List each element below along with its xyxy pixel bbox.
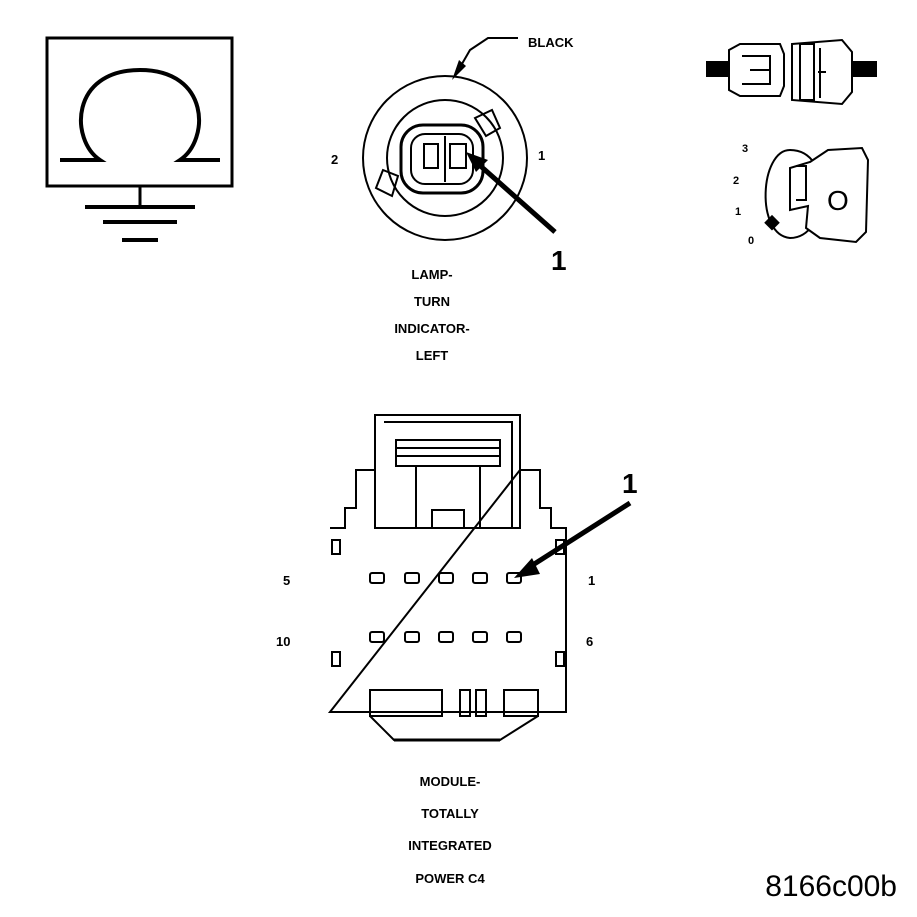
cavity-4	[404, 572, 420, 584]
module-caption-line-3: INTEGRATED	[408, 838, 492, 853]
module-row1-right-label: 1	[588, 573, 595, 588]
cavity-8	[438, 631, 454, 643]
cavity-9	[404, 631, 420, 643]
ignition-position-1: 1	[735, 206, 741, 218]
module-row2-left-label: 10	[276, 634, 290, 649]
ignition-position-3: 3	[742, 143, 748, 155]
ground-ohm-icon	[45, 36, 234, 242]
ignition-position-2: 2	[733, 175, 739, 187]
ignition-key-icon	[764, 146, 870, 244]
module-callout-number: 1	[622, 468, 638, 499]
module-callout-arrow	[526, 500, 632, 571]
lamp-caption-line-4: LEFT	[416, 348, 449, 363]
module-callout-arrowhead	[514, 558, 540, 578]
module-row1-left-label: 5	[283, 573, 290, 588]
cavity-row-1	[369, 572, 522, 584]
figure-id: 8166c00b	[765, 870, 897, 903]
lamp-callout-number: 1	[551, 245, 567, 276]
cavity-5	[369, 572, 385, 584]
lamp-pin-1-label: 1	[538, 148, 545, 163]
cavity-row-2	[369, 631, 522, 643]
black-wire-leader	[454, 37, 518, 77]
wire-color-label: BLACK	[528, 35, 574, 50]
lamp-callout-arrowhead	[466, 152, 488, 172]
black-wire-arrowhead	[452, 60, 466, 80]
cavity-10	[369, 631, 385, 643]
module-caption-line-1: MODULE-	[420, 774, 481, 789]
lamp-caption-line-2: TURN	[414, 294, 450, 309]
ignition-position-0: 0	[748, 235, 754, 247]
module-caption-line-2: TOTALLY	[421, 806, 479, 821]
cavity-1	[506, 572, 522, 584]
module-connector	[327, 414, 567, 742]
lamp-socket	[362, 75, 528, 241]
module-row2-right-label: 6	[586, 634, 593, 649]
lamp-callout-arrow	[474, 160, 557, 234]
connector-mating-icon	[706, 38, 877, 106]
cavity-6	[506, 631, 522, 643]
lamp-caption-line-3: INDICATOR-	[394, 321, 469, 336]
cavity-7	[472, 631, 488, 643]
lamp-caption-line-1: LAMP-	[411, 267, 452, 282]
lamp-pin-2-label: 2	[331, 152, 338, 167]
cavity-2	[472, 572, 488, 584]
ignition-key-label: O	[827, 185, 849, 216]
cavity-3	[438, 572, 454, 584]
module-caption-line-4: POWER C4	[415, 871, 485, 886]
